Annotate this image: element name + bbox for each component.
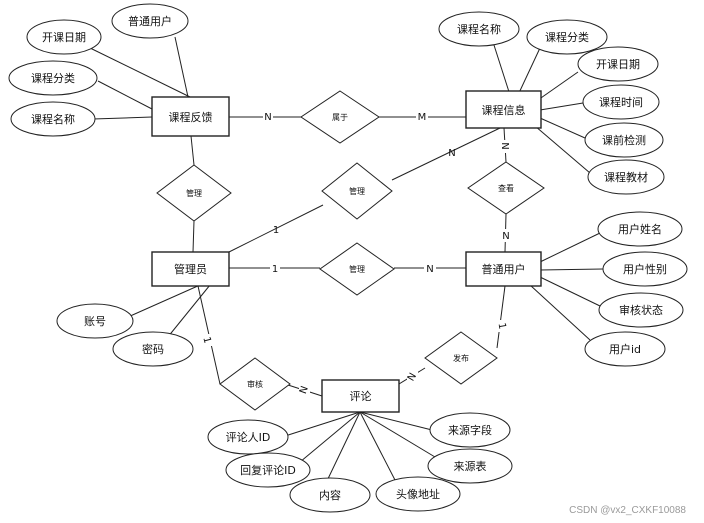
attr-user-review-status: 审核状态	[598, 292, 684, 328]
attr-comment-source-table-label: 来源表	[454, 459, 487, 473]
card-user-browse: N	[502, 231, 509, 242]
entity-course-feedback: 课程反馈	[151, 96, 230, 137]
attr-info-textbook: 课程教材	[587, 159, 665, 195]
attr-info-textbook-label: 课程教材	[604, 170, 648, 184]
entity-normal-user-label: 普通用户	[482, 262, 526, 276]
card-admin-manage-info: 1	[273, 225, 279, 236]
attr-admin-account-label: 账号	[84, 315, 106, 328]
attr-user-review-status-label: 审核状态	[619, 303, 663, 317]
attr-user-name-label: 用户姓名	[618, 222, 662, 236]
card-user-manage-admin: N	[426, 264, 433, 275]
card-comment-publish: N	[406, 371, 419, 383]
attr-feedback-name-label: 课程名称	[31, 112, 75, 126]
attr-comment-commenter-id: 评论人ID	[207, 419, 289, 455]
attr-admin-password-label: 密码	[142, 342, 164, 356]
relationship-belongs-to-label: 属于	[332, 113, 348, 122]
attr-comment-avatar-label: 头像地址	[396, 487, 440, 501]
attr-info-start-date-label: 开课日期	[596, 58, 640, 71]
attr-admin-password: 密码	[112, 331, 194, 367]
relationship-manage-user: 管理	[319, 242, 395, 296]
attr-info-time-label: 课程时间	[599, 96, 643, 109]
watermark: CSDN @vx2_CXKF10088	[569, 505, 686, 516]
card-comment-review: N	[298, 385, 311, 396]
entity-course-feedback-label: 课程反馈	[169, 111, 213, 124]
attr-user-id-label: 用户id	[609, 342, 641, 356]
attr-info-pretest-label: 课前检测	[602, 133, 646, 147]
entity-admin: 管理员	[151, 251, 230, 287]
attr-comment-commenter-id-label: 评论人ID	[226, 430, 271, 444]
card-info-browse: N	[499, 142, 510, 149]
card-admin-manage-user: 1	[272, 264, 278, 275]
card-user-publish: 1	[496, 322, 508, 330]
attr-admin-account: 账号	[56, 303, 134, 339]
attr-info-name-label: 课程名称	[457, 22, 501, 36]
attr-comment-content-label: 内容	[319, 488, 341, 502]
attr-info-name: 课程名称	[438, 11, 520, 47]
attr-feedback-normal-user-label: 普通用户	[128, 14, 172, 28]
attr-feedback-start-date-label: 开课日期	[42, 31, 86, 44]
entity-normal-user: 普通用户	[465, 251, 542, 287]
relationship-publish: 发布	[424, 331, 498, 385]
relationship-browse-label: 查看	[498, 183, 514, 193]
card-admin-review: 1	[200, 336, 212, 345]
relationship-publish-label: 发布	[453, 353, 469, 363]
relationship-manage-info-label: 管理	[349, 186, 365, 196]
attr-comment-reply-id: 回复评论ID	[225, 452, 311, 488]
attr-user-gender-label: 用户性别	[623, 262, 667, 276]
attr-feedback-start-date: 开课日期	[26, 19, 102, 55]
attr-info-category: 课程分类	[526, 19, 608, 55]
attr-comment-source-table: 来源表	[427, 448, 513, 484]
relationship-belongs-to: 属于	[300, 90, 380, 144]
attr-feedback-name: 课程名称	[10, 101, 96, 137]
entity-comment-label: 评论	[350, 389, 372, 403]
relationship-manage-feedback: 管理	[156, 164, 232, 222]
attr-feedback-normal-user: 普通用户	[111, 3, 189, 39]
relationship-manage-info: 管理	[321, 162, 393, 220]
attr-comment-avatar: 头像地址	[375, 476, 461, 512]
entity-course-info: 课程信息	[465, 90, 542, 129]
attr-user-gender: 用户性别	[602, 251, 688, 287]
card-feedback-belongs: N	[264, 112, 271, 123]
attr-feedback-category-label: 课程分类	[31, 71, 75, 85]
attr-comment-content: 内容	[289, 477, 371, 513]
attr-comment-source-field-label: 来源字段	[448, 423, 492, 437]
entity-admin-label: 管理员	[174, 262, 207, 276]
relationship-review: 审核	[219, 357, 291, 411]
relationship-browse: 查看	[467, 161, 545, 215]
attr-info-time: 课程时间	[582, 84, 660, 120]
entity-course-info-label: 课程信息	[482, 103, 526, 117]
relationship-manage-user-label: 管理	[349, 264, 365, 274]
relationship-review-label: 审核	[247, 379, 263, 389]
card-info-belongs: M	[418, 112, 427, 123]
attr-info-pretest: 课前检测	[584, 122, 664, 158]
attr-info-category-label: 课程分类	[545, 30, 589, 44]
attr-info-start-date: 开课日期	[577, 46, 659, 82]
relationship-manage-feedback-label: 管理	[186, 188, 202, 198]
attr-user-id: 用户id	[584, 331, 666, 367]
attr-comment-source-field: 来源字段	[429, 412, 511, 448]
attr-user-name: 用户姓名	[597, 211, 683, 247]
entity-comment: 评论	[321, 379, 400, 413]
cardinality-labels: N M 1 N N N 1 N 1 N N 1	[200, 110, 512, 396]
card-info-manage-admin: N	[448, 148, 455, 159]
attr-comment-reply-id-label: 回复评论ID	[240, 463, 296, 477]
attr-feedback-category: 课程分类	[8, 60, 98, 96]
